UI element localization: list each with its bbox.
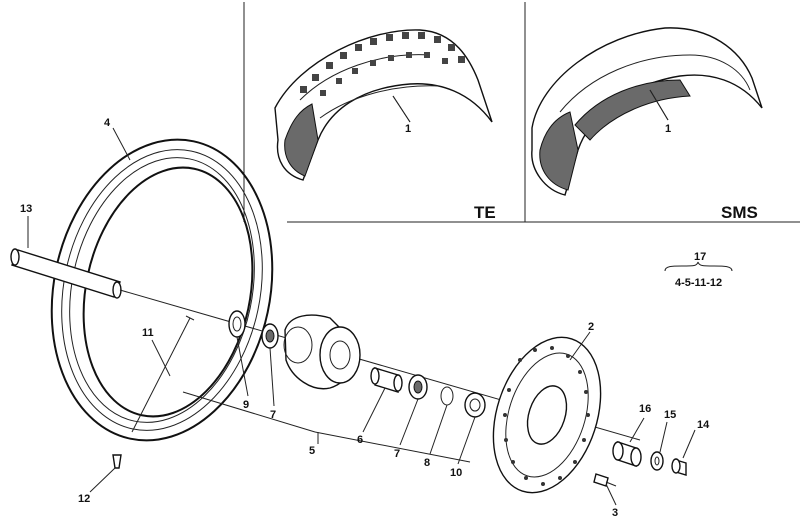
panel-frames: [243, 2, 800, 223]
callout-tire-te: 1: [405, 123, 411, 135]
callout-bearing-left: 7: [270, 409, 276, 421]
callout-nipple: 12: [78, 493, 90, 505]
panel-label-sms: SMS: [721, 203, 758, 222]
leader-lines: [27, 89, 696, 506]
callout-axle: 13: [20, 203, 32, 215]
callout-disc-screw: 3: [612, 507, 618, 518]
callout-seal-right: 10: [450, 467, 462, 479]
kit-parts: 4-5-11-12: [675, 277, 722, 289]
panel-label-te: TE: [474, 203, 496, 222]
tire-te-illustration: [274, 29, 493, 181]
spoke-illustration: [112, 315, 195, 469]
callout-bearing-right: 7: [394, 448, 400, 460]
callout-nut: 14: [697, 419, 710, 431]
callout-circlip: 8: [424, 457, 430, 469]
hub-bracket: [182, 391, 471, 463]
callout-rim: 4: [104, 117, 111, 129]
callout-washer: 15: [664, 409, 676, 421]
callout-seal-left: 9: [243, 399, 249, 411]
tire-sms-illustration: [531, 27, 763, 196]
callout-spoke: 11: [142, 327, 154, 339]
hub-assembly-illustration: [228, 310, 361, 390]
kit-brace: [664, 261, 733, 272]
kit-number: 17: [694, 251, 706, 263]
callout-disc: 2: [588, 321, 594, 333]
callout-tire-sms: 1: [665, 123, 671, 135]
callout-sleeve: 16: [639, 403, 651, 415]
small-parts-illustration: [370, 367, 486, 418]
callout-spacer: 6: [357, 434, 363, 446]
brake-disc-illustration: [492, 336, 602, 494]
fasteners-illustration: [593, 441, 687, 487]
rim-illustration: [50, 138, 274, 442]
callout-numbers: 1 1 2 3 4 5 6 7 7 8 9 10 11 12 13 14 15 …: [20, 117, 710, 518]
callout-hub: 5: [309, 445, 315, 457]
